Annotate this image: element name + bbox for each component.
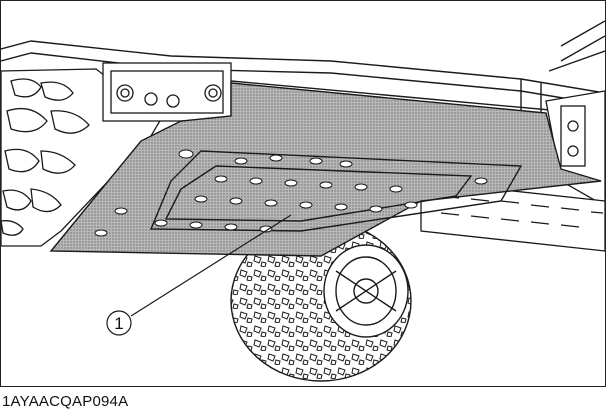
skid-plate-holes [94, 149, 488, 237]
callout-number: 1 [114, 314, 123, 333]
figure-code: 1AYAACQAP094A [2, 393, 129, 410]
illustration-frame: 1 [0, 0, 606, 387]
mounting-bracket [102, 62, 232, 122]
skid-plate [49, 82, 602, 257]
callout-1: 1 [106, 214, 292, 336]
rear-tire [230, 220, 412, 382]
utv-underbody-illustration: 1 [1, 20, 605, 382]
